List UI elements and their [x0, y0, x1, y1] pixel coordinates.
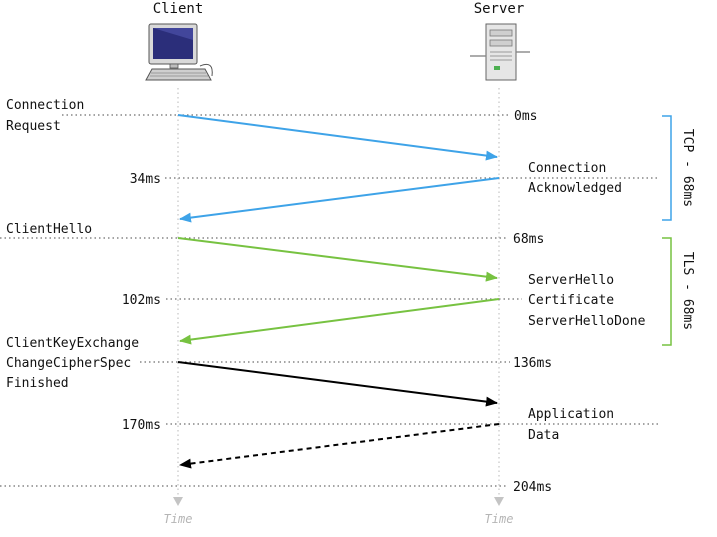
label-application-data-2: Data — [528, 428, 559, 443]
label-server-hello-3: ServerHelloDone — [528, 314, 646, 329]
time-204ms: 204ms — [513, 480, 552, 495]
server-heading: Server — [474, 1, 525, 17]
time-34ms: 34ms — [130, 172, 161, 187]
label-server-hello-1: ServerHello — [528, 273, 614, 288]
server-time-arrow-icon — [494, 497, 504, 506]
server-time-label: Time — [485, 512, 514, 526]
label-client-key-3: Finished — [6, 376, 69, 391]
label-connection-ack-2: Acknowledged — [528, 181, 622, 196]
label-connection-request-1: Connection — [6, 98, 84, 113]
time-68ms: 68ms — [513, 232, 544, 247]
label-connection-request-2: Request — [6, 119, 61, 134]
label-server-hello-2: Certificate — [528, 293, 614, 308]
label-connection-ack-1: Connection — [528, 161, 606, 176]
label-client-key-2: ChangeCipherSpec — [6, 356, 131, 371]
time-136ms: 136ms — [513, 356, 552, 371]
client-time-label: Time — [164, 512, 193, 526]
label-client-key-1: ClientKeyExchange — [6, 336, 139, 351]
tcp-duration-label: TCP - 68ms — [680, 129, 695, 207]
time-102ms: 102ms — [122, 293, 161, 308]
arrow-application-data — [179, 423, 500, 469]
arrow-client-hello — [177, 237, 498, 282]
tls-bracket — [662, 237, 672, 346]
client-heading: Client — [153, 1, 204, 17]
server-tower-icon — [470, 23, 530, 81]
arrow-connection-request — [177, 114, 498, 161]
arrow-connection-acknowledged — [179, 177, 500, 223]
tls-duration-label: TLS - 68ms — [680, 252, 695, 330]
label-client-hello: ClientHello — [6, 222, 92, 237]
time-0ms: 0ms — [514, 109, 537, 124]
desktop-computer-icon — [145, 23, 213, 81]
time-170ms: 170ms — [122, 418, 161, 433]
tcp-bracket — [662, 115, 672, 221]
client-time-arrow-icon — [173, 497, 183, 506]
arrow-server-hello — [179, 298, 500, 345]
label-application-data-1: Application — [528, 407, 614, 422]
arrow-client-key-exchange — [177, 361, 498, 407]
